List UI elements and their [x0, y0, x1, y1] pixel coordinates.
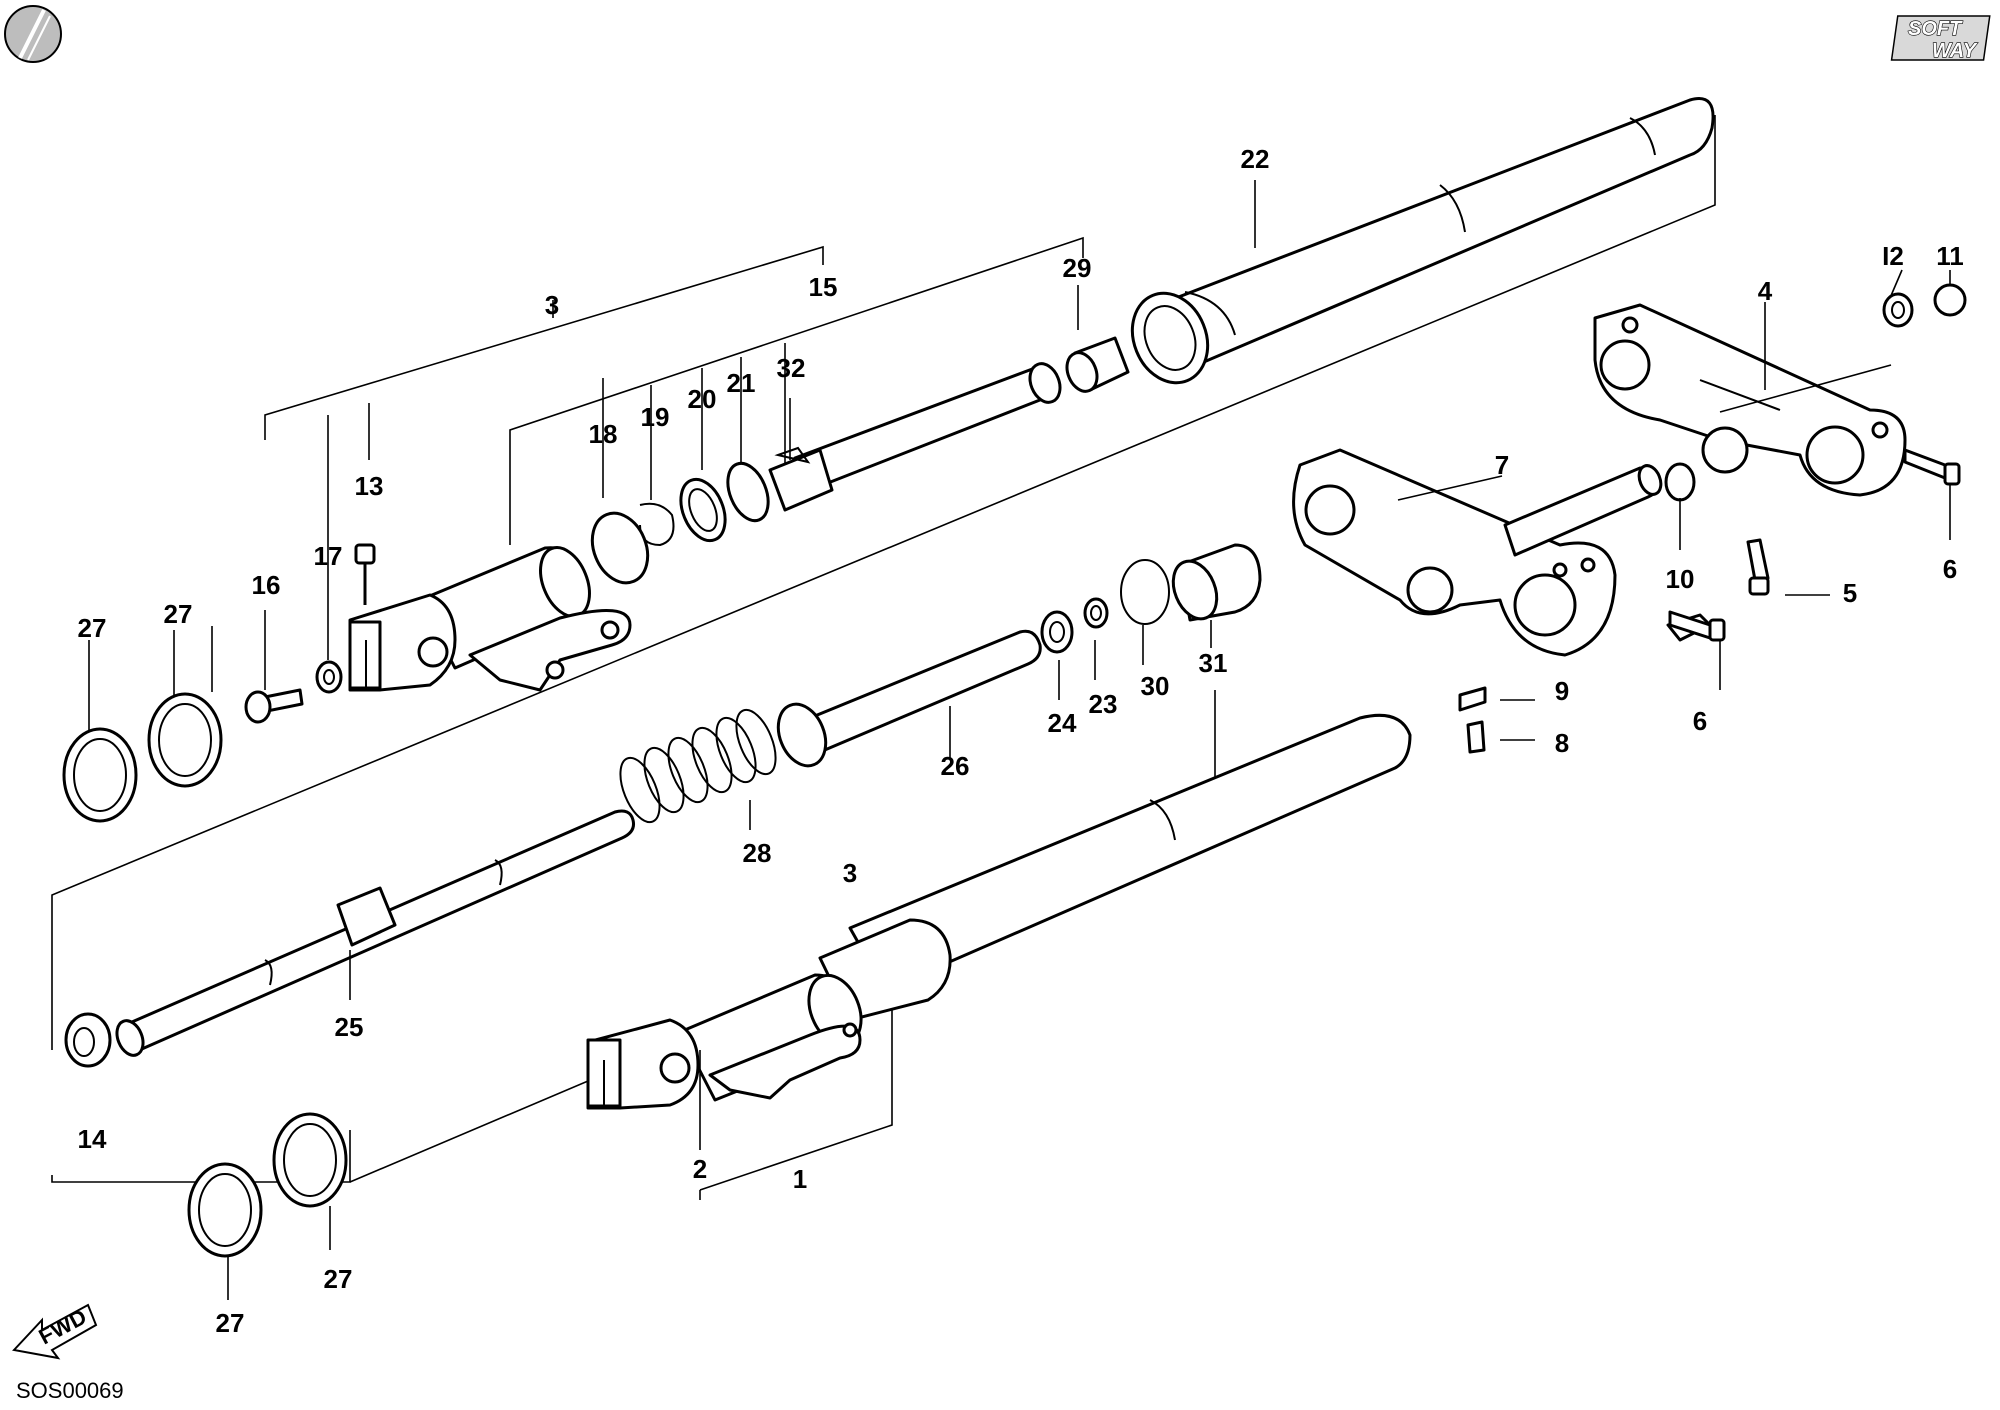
hose-clamps — [62, 692, 348, 1258]
callout-leaders — [88, 180, 1951, 1300]
callout-label: 6 — [1693, 706, 1707, 736]
callout-label: 22 — [1241, 144, 1270, 174]
upper-slider-assembly — [244, 336, 1130, 724]
callout-label: 9 — [1555, 676, 1569, 706]
callout-label: 11 — [1936, 241, 1964, 271]
softway-logo: SOFT WAY — [1890, 15, 1991, 63]
callout-labels: 1 2 3 3 4 5 6 6 7 8 9 10 11 I2 13 14 15 … — [78, 144, 1964, 1338]
callout-label: 2 — [693, 1154, 707, 1184]
lower-triple-clamp — [1292, 448, 1663, 657]
callout-label: 20 — [688, 384, 717, 414]
callout-label: 27 — [78, 613, 107, 643]
callout-label: 16 — [252, 570, 281, 600]
callout-label: 18 — [589, 419, 618, 449]
callout-label: 23 — [1089, 689, 1118, 719]
logo-line1: SOFT — [1908, 18, 1963, 40]
callout-label: 7 — [1495, 450, 1509, 480]
callout-label: 14 — [78, 1124, 107, 1154]
callout-label: 26 — [941, 751, 970, 781]
hardware — [1458, 283, 1967, 754]
damper-rod-assembly — [64, 629, 1042, 1068]
lower-fork-leg — [586, 713, 1412, 1110]
callout-label: 4 — [1758, 276, 1773, 306]
upper-triple-clamp — [1593, 303, 1907, 497]
callout-label: 27 — [164, 599, 193, 629]
callout-label: 29 — [1063, 253, 1092, 283]
fork-tube-22 — [1130, 97, 1715, 385]
callout-label: 1 — [793, 1164, 807, 1194]
callout-label: 32 — [777, 353, 806, 383]
diagram-code: SOS00069 — [16, 1378, 124, 1403]
callout-label: 10 — [1666, 564, 1695, 594]
spring-coils — [619, 708, 777, 824]
callout-label: 3 — [545, 290, 559, 320]
callout-label: 30 — [1141, 671, 1170, 701]
callout-label: 6 — [1943, 554, 1957, 584]
fwd-arrow-icon: FWD — [12, 1303, 98, 1360]
callout-label: 5 — [1843, 578, 1857, 608]
seal-set — [1040, 543, 1262, 654]
callout-label: 24 — [1048, 708, 1077, 738]
callout-label: 27 — [216, 1308, 245, 1338]
logo-line2: WAY — [1932, 40, 1978, 62]
callout-label: 3 — [843, 858, 857, 888]
callout-label: 25 — [335, 1012, 364, 1042]
callout-label: 31 — [1199, 648, 1228, 678]
callout-label: 19 — [641, 402, 670, 432]
callout-label: 8 — [1555, 728, 1569, 758]
callout-label: 17 — [314, 541, 343, 571]
assembly-bracket-lines — [51, 115, 1716, 1200]
callout-label: 27 — [324, 1264, 353, 1294]
callout-label: I2 — [1882, 241, 1904, 271]
disc-badge-icon — [4, 5, 62, 63]
callout-label: 15 — [809, 272, 838, 302]
callout-label: 28 — [743, 838, 772, 868]
callout-label: 13 — [355, 471, 384, 501]
callout-label: 21 — [727, 368, 756, 398]
